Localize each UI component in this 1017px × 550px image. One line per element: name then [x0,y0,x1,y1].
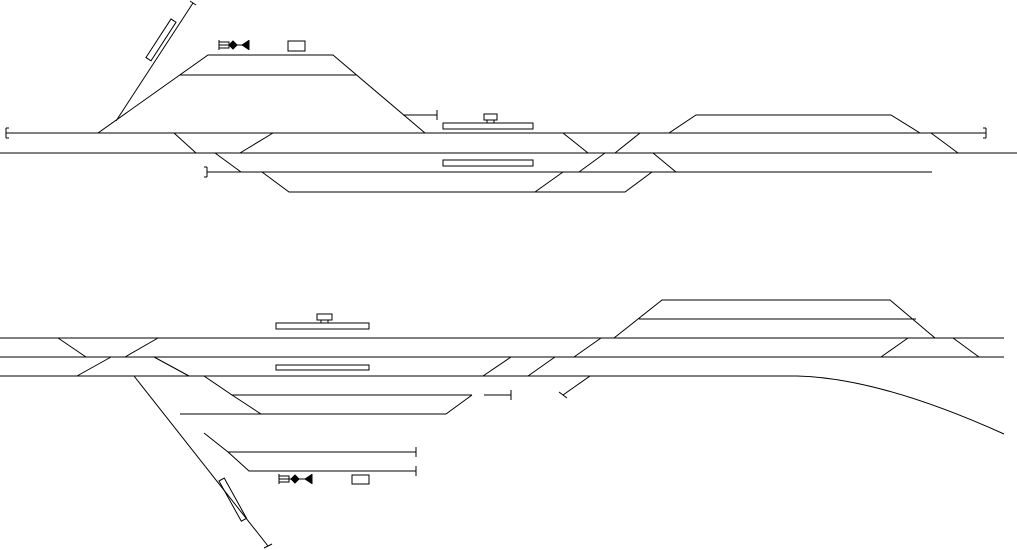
buffer-stop-icon [263,543,273,549]
upper-crossover [652,152,677,173]
upper-crossover [578,152,606,173]
lower-crossover [57,337,87,358]
upper-siding-spur [115,2,194,122]
buffer-stop-icon [983,127,987,139]
lower-station [0,299,1005,549]
lower-crossover [952,337,980,358]
upper-building-icon [287,40,306,52]
upper-crossover [562,132,589,154]
upper-right-yard [668,114,921,134]
lower-diagonal-spur [562,375,591,396]
platform-icon [275,322,370,330]
upper-crossover [173,132,197,154]
lower-loop-track-5 [231,394,473,415]
lower-crossover [482,356,512,377]
buffer-stop-icon [189,0,197,6]
buffer-stop-icon [204,166,208,178]
lower-loop-track-4 [203,375,472,396]
upper-crossover [930,132,959,154]
lower-building-icon [351,474,370,485]
upper-left-yard-outer [97,54,426,134]
buffer-stop-icon [558,391,568,399]
lower-crossover [880,337,909,358]
upper-crossover [239,132,274,154]
lower-main-track-3 [0,375,1005,435]
buffer-stop-icon [5,127,9,139]
lower-crossover [527,356,556,377]
upper-crossover [214,152,242,173]
upper-loop-track-4 [261,171,653,193]
platform-icon [275,364,370,371]
platform-icon [442,159,534,167]
lower-crossover [573,337,602,358]
lower-yard-lead [133,375,269,547]
platform-icon [442,122,534,130]
lower-yard-track-b [227,451,416,472]
lower-crossover [76,356,112,377]
station-building-icon [316,313,333,323]
signal-icon [278,474,313,484]
lower-yard-branch [203,432,229,453]
lower-crossover [124,337,159,358]
upper-station [0,0,1017,193]
signal-icon [218,40,250,50]
lower-spur-platform [218,477,248,522]
upper-spur-platform [145,18,177,62]
station-building-icon [483,113,498,123]
upper-crossover [534,171,564,193]
lower-crossover [153,356,190,377]
upper-crossover [614,132,641,154]
